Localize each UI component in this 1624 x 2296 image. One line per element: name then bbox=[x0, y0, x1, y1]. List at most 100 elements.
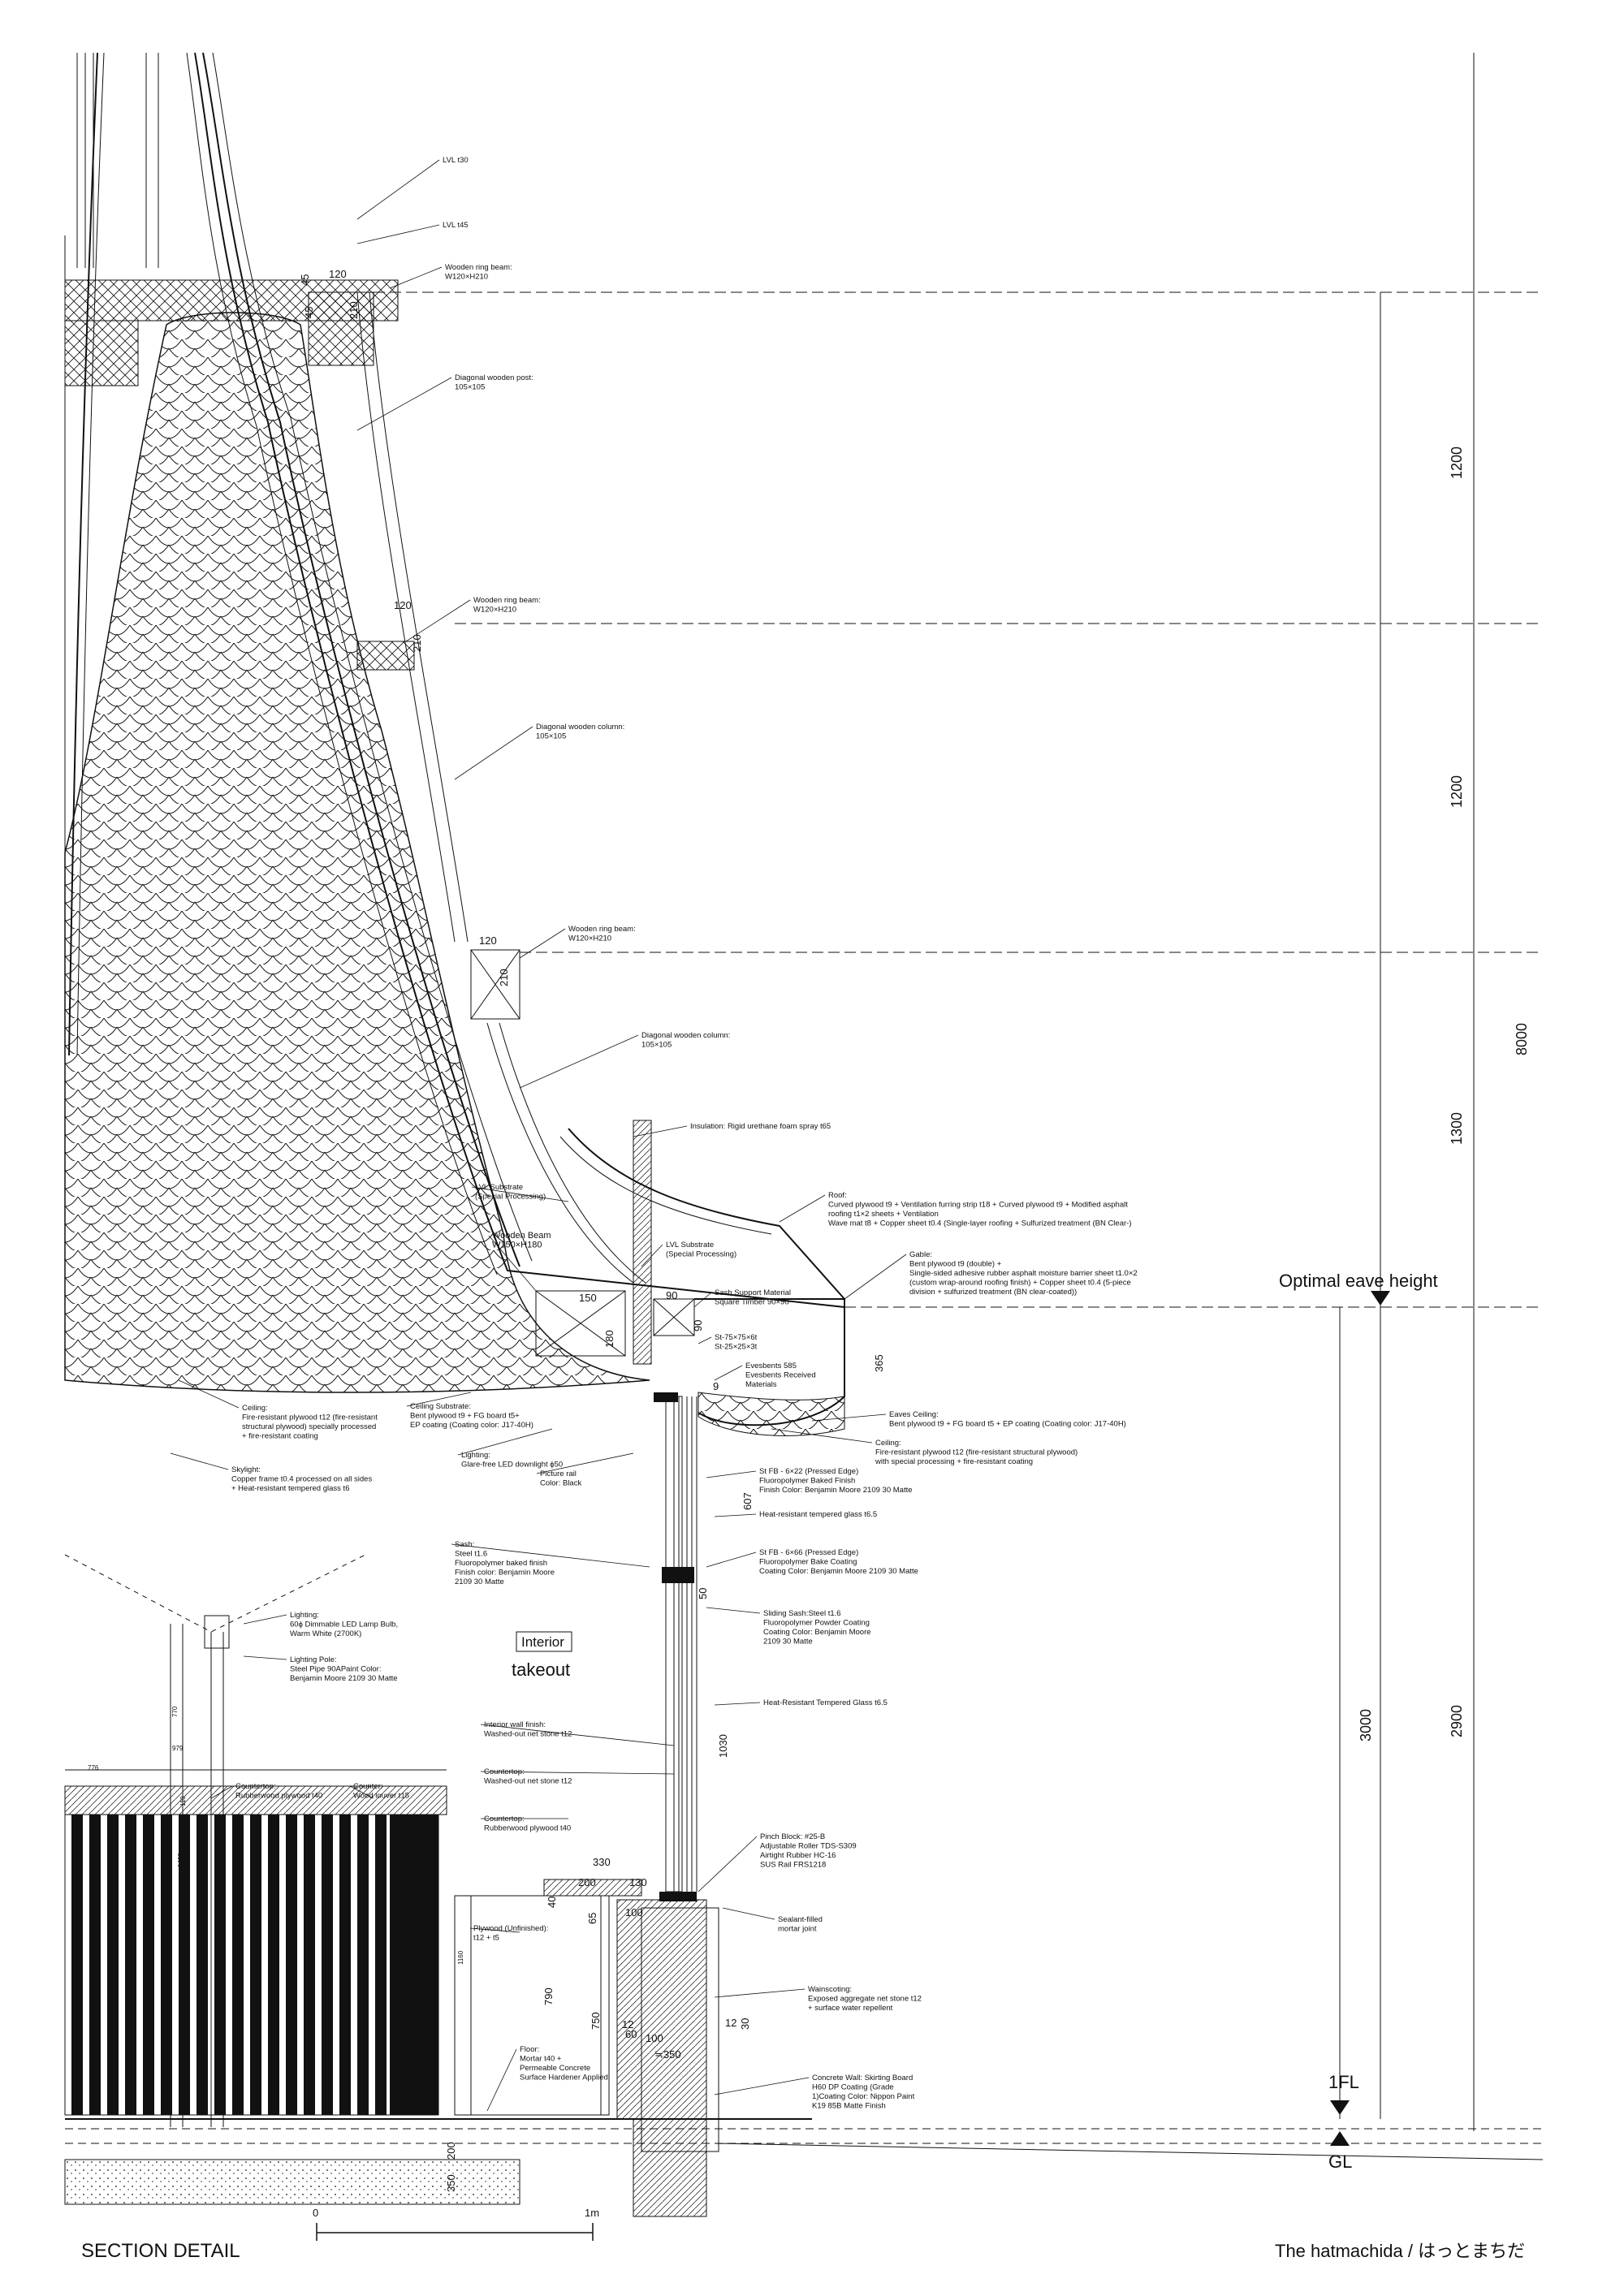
small-dim-12: 365 bbox=[873, 1354, 885, 1372]
leader-line-14 bbox=[698, 1336, 712, 1344]
annotation-16: Eaves Ceiling:Bent plywood t9 + FG board… bbox=[889, 1410, 1126, 1429]
leader-line-21 bbox=[706, 1607, 761, 1614]
leader-line-27 bbox=[536, 1452, 634, 1474]
leader-line-3 bbox=[356, 377, 452, 431]
small-dim-33: 776 bbox=[88, 1764, 99, 1772]
project-credit: The hatmachida / はっとまちだ bbox=[1275, 2241, 1525, 2261]
ground-level-label: GL bbox=[1328, 2151, 1352, 2172]
leader-line-29 bbox=[451, 1543, 650, 1568]
leader-line-16 bbox=[811, 1413, 887, 1422]
annotation-5: Diagonal wooden column:105×105 bbox=[536, 723, 624, 741]
small-dim-5: 210 bbox=[411, 634, 423, 652]
leader-line-11 bbox=[471, 1186, 569, 1202]
annotation-37: Plywood (Unfinished):t12 + t5 bbox=[473, 1924, 548, 1943]
drawing-title: SECTION DETAIL bbox=[81, 2240, 240, 2262]
leader-line-4 bbox=[405, 599, 471, 642]
leader-line-26 bbox=[457, 1428, 553, 1456]
hat-roof-structure bbox=[64, 52, 845, 1426]
leader-line-37 bbox=[469, 1927, 520, 1933]
floor-level-label: 1FL bbox=[1328, 2072, 1359, 2092]
annotation-17: Ceiling:Fire-resistant plywood t12 (fire… bbox=[875, 1439, 1078, 1466]
small-dim-15: 50 bbox=[697, 1588, 709, 1599]
small-dim-31: 350 bbox=[445, 2174, 457, 2192]
leader-line-6 bbox=[519, 928, 566, 959]
small-dim-23: 750 bbox=[590, 2012, 602, 2030]
small-dim-35: 770 bbox=[171, 1706, 179, 1717]
annotation-11: LVL Substrate(Special Processing) bbox=[475, 1183, 546, 1202]
small-dim-9: 180 bbox=[603, 1330, 615, 1348]
annotation-1: LVL t45 bbox=[443, 221, 469, 230]
annotation-32: Interior wall finish:Washed-out net ston… bbox=[484, 1720, 572, 1739]
takeout-label: takeout bbox=[512, 1659, 570, 1680]
leader-line-41 bbox=[714, 1988, 806, 1998]
leader-line-31 bbox=[243, 1655, 287, 1660]
small-dim-22: 790 bbox=[542, 1987, 555, 2005]
small-dim-36: 110 bbox=[179, 1796, 187, 1806]
leader-line-7 bbox=[519, 1034, 639, 1089]
scale-bar-start: 0 bbox=[313, 2207, 318, 2219]
annotation-30: Lighting:60ϕ Dimmable LED Lamp Bulb,Warm… bbox=[290, 1611, 398, 1638]
small-dim-16: 1030 bbox=[717, 1734, 729, 1758]
small-dim-30: 200 bbox=[445, 2142, 457, 2160]
annotation-3: Diagonal wooden post:105×105 bbox=[455, 373, 533, 392]
leader-line-12 bbox=[641, 1244, 663, 1267]
small-dim-34: 979 bbox=[172, 1745, 184, 1752]
annotation-10: Gable:Bent plywood t9 (double) +Single-s… bbox=[909, 1250, 1138, 1297]
scale-bar-end: 1m bbox=[585, 2207, 599, 2219]
small-dim-25: 60 bbox=[625, 2028, 637, 2040]
annotation-4: Wooden ring beam:W120×H210 bbox=[473, 596, 541, 615]
small-dim-7: 210 bbox=[498, 969, 510, 986]
annotation-12: LVL Substrate(Special Processing) bbox=[666, 1241, 736, 1259]
small-dim-28: 12 bbox=[725, 2017, 736, 2029]
small-dim-20: 100 bbox=[625, 1906, 643, 1918]
small-dim-32: 40 bbox=[546, 1897, 558, 1908]
interior-label: Interior bbox=[521, 1634, 564, 1650]
leader-line-10 bbox=[844, 1254, 907, 1300]
annotation-25: Ceiling Substrate:Bent plywood t9 + FG b… bbox=[410, 1402, 533, 1430]
small-dim-10: 90 bbox=[666, 1289, 677, 1301]
annotation-41: Wainscoting:Exposed aggregate net stone … bbox=[808, 1985, 922, 2013]
annotation-22: Heat-Resistant Tempered Glass t6.5 bbox=[763, 1698, 888, 1707]
small-dim-13: 9 bbox=[713, 1380, 719, 1392]
leader-line-24 bbox=[170, 1452, 229, 1470]
annotation-0: LVL t30 bbox=[443, 156, 469, 165]
interior-label-box bbox=[516, 1631, 572, 1652]
annotation-26: Lighting:Glare-free LED downlight ϕ50 bbox=[461, 1451, 563, 1470]
leader-line-36 bbox=[349, 1785, 374, 1799]
leader-line-17 bbox=[771, 1428, 873, 1444]
small-dim-21: 65 bbox=[586, 1913, 598, 1924]
leader-line-25 bbox=[406, 1392, 472, 1407]
small-dim-38: 1160 bbox=[457, 1950, 464, 1965]
leader-line-19 bbox=[714, 1513, 757, 1517]
annotation-33: Countertop:Washed-out net stone t12 bbox=[484, 1767, 572, 1786]
annotation-7: Diagonal wooden column:105×105 bbox=[641, 1031, 730, 1050]
annotation-20: St FB - 6×66 (Pressed Edge)Fluoropolymer… bbox=[759, 1548, 918, 1576]
small-dim-4: 120 bbox=[394, 599, 412, 611]
small-dim-17: 200 bbox=[578, 1876, 596, 1888]
small-dim-3: 210 bbox=[348, 301, 360, 319]
scale-bar: 0 1m bbox=[313, 2207, 599, 2241]
annotation-36: Counter:Wood louver t15 bbox=[353, 1782, 409, 1801]
leader-line-38 bbox=[486, 2048, 517, 2112]
leader-line-1 bbox=[356, 224, 440, 244]
leader-line-22 bbox=[714, 1702, 761, 1706]
annotation-8: Insulation: Rigid urethane foam spray t6… bbox=[690, 1122, 831, 1131]
small-dim-29: 30 bbox=[739, 2018, 751, 2030]
dim-8000: 8000 bbox=[1514, 1023, 1530, 1055]
dim-1200-upper: 1200 bbox=[1449, 447, 1465, 479]
right-dimension-lines bbox=[374, 53, 1543, 2146]
annotation-18: St FB - 6×22 (Pressed Edge)Fluoropolymer… bbox=[759, 1467, 913, 1495]
small-dim-37: 1460 bbox=[177, 1853, 184, 1867]
annotation-34: Countertop:Rubberwood plywood t40 bbox=[484, 1815, 571, 1833]
annotation-2: Wooden ring beam:W120×H210 bbox=[445, 263, 512, 282]
small-dim-1: 45 bbox=[299, 274, 311, 286]
annotation-6: Wooden ring beam:W120×H210 bbox=[568, 925, 636, 943]
leader-line-5 bbox=[454, 726, 533, 780]
